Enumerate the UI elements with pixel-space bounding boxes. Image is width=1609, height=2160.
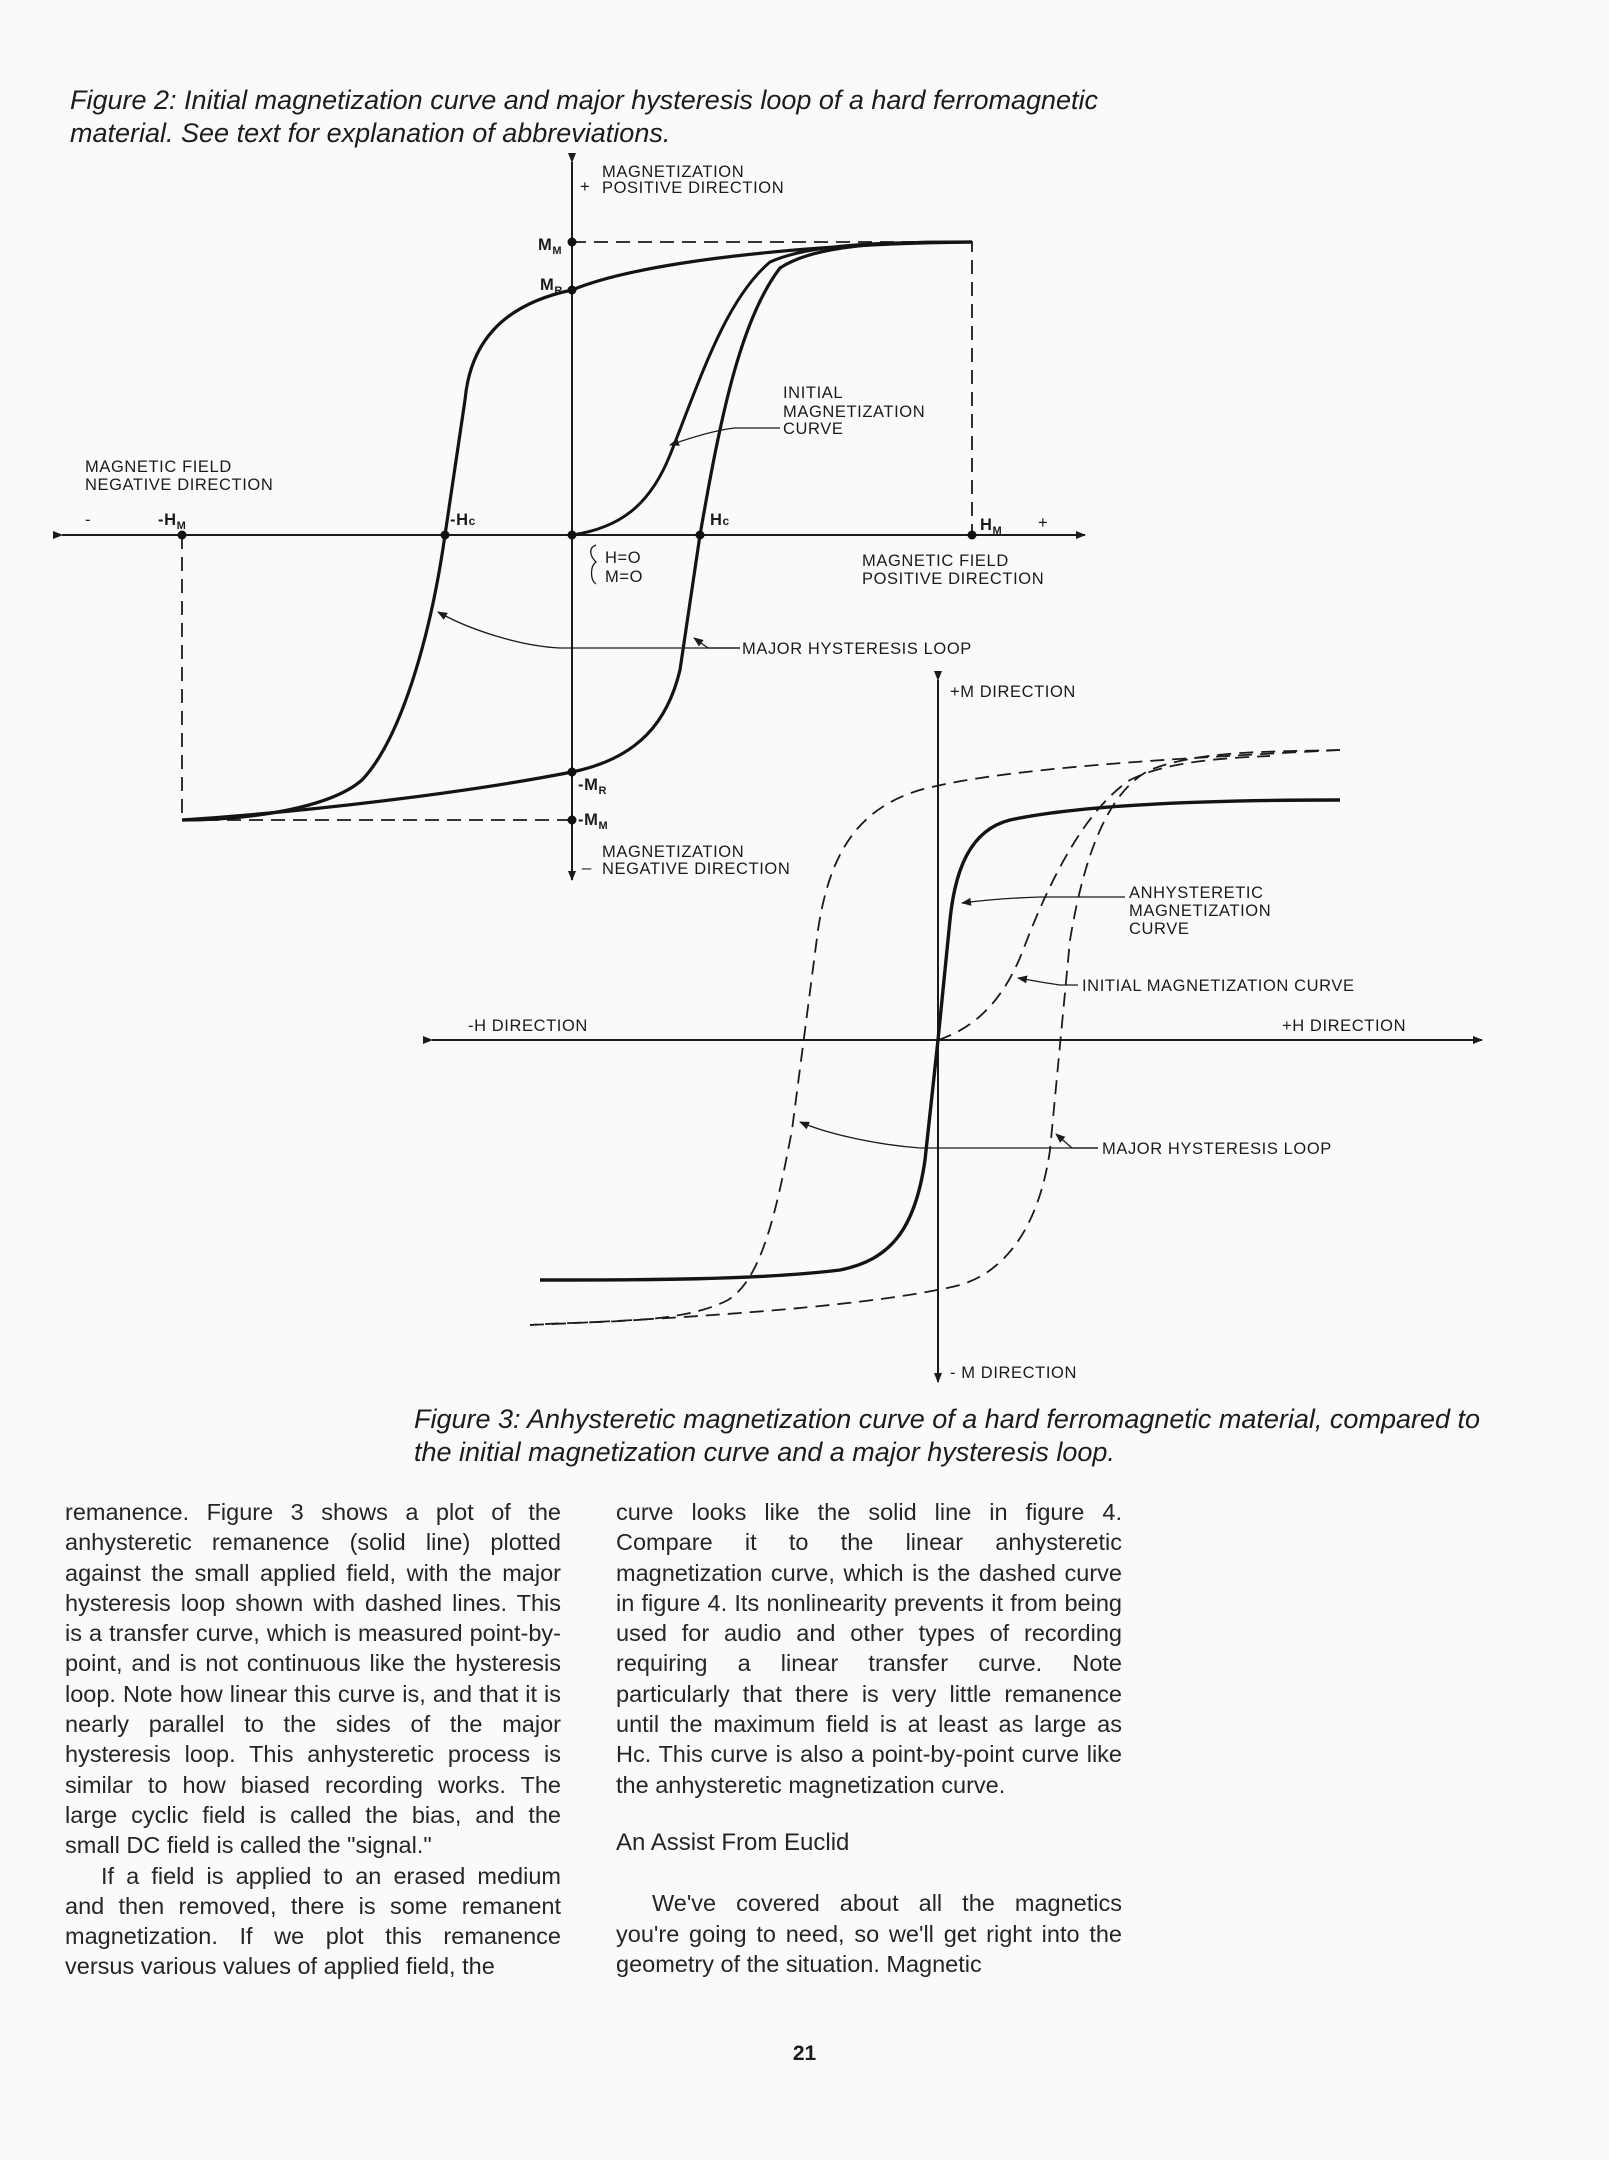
- fig2-m-positive-label-1: MAGNETIZATION: [602, 163, 744, 181]
- fig2-h-negative-sign: -: [85, 511, 91, 529]
- fig2-major-loop-leader-right: [693, 637, 740, 649]
- fig3-major-loop-leader: [799, 1121, 1098, 1149]
- fig2-hm-point: [967, 530, 977, 540]
- fig2-m-negative-sign: _: [581, 852, 592, 870]
- body-paragraph: remanence. Figure 3 shows a plot of the …: [65, 1499, 561, 1859]
- fig2-major-loop-upper-branch: [181, 240, 973, 822]
- body-column-left: remanence. Figure 3 shows a plot of the …: [65, 1497, 561, 1982]
- page-number: 21: [792, 2042, 817, 2065]
- fig3-initial-curve-label: INITIAL MAGNETIZATION CURVE: [1082, 977, 1355, 995]
- fig3-major-loop-label: MAJOR HYSTERESIS LOOP: [1102, 1140, 1332, 1158]
- fig2-h-positive-sign: +: [1038, 514, 1048, 532]
- fig3-initial-curve-leader: [1017, 975, 1078, 986]
- fig2-initial-curve-label-1: INITIAL: [783, 384, 843, 402]
- fig3-anhysteretic-label-2: MAGNETIZATION: [1129, 902, 1271, 920]
- body-column-right: curve looks like the solid line in figur…: [616, 1497, 1122, 1979]
- fig2-origin-m-label: M=O: [605, 568, 643, 586]
- fig2-h-negative-label-2: NEGATIVE DIRECTION: [85, 476, 273, 494]
- fig3-h-positive-label: +H DIRECTION: [1282, 1017, 1406, 1035]
- body-paragraph: curve looks like the solid line in figur…: [616, 1499, 1122, 1798]
- fig3-h-negative-label: -H DIRECTION: [468, 1017, 588, 1035]
- fig2-origin-brace: [590, 544, 598, 585]
- fig2-h-negative-label-1: MAGNETIC FIELD: [85, 458, 232, 476]
- fig2-hc-label: Hc: [710, 511, 730, 529]
- figure3-caption: Figure 3: Anhysteretic magnetization cur…: [414, 1404, 1481, 1467]
- fig2-initial-curve-label-3: CURVE: [783, 420, 843, 438]
- fig2-major-loop-label: MAJOR HYSTERESIS LOOP: [742, 640, 972, 658]
- fig3-anhysteretic-leader: [961, 896, 1125, 906]
- fig2-origin-point: [567, 530, 577, 540]
- fig3-anhysteretic-label-3: CURVE: [1129, 920, 1189, 938]
- fig2-m-positive-sign: +: [580, 178, 590, 196]
- fig3-anhysteretic-label-1: ANHYSTERETIC: [1129, 884, 1264, 902]
- fig2-major-loop-leader-left: [437, 611, 740, 649]
- fig2-m-positive-label-2: POSITIVE DIRECTION: [602, 179, 784, 197]
- fig2-major-loop-lower-branch: [181, 240, 973, 822]
- fig3-anhysteretic-curve: [539, 798, 1341, 1282]
- fig3-m-positive-label: +M DIRECTION: [950, 683, 1076, 701]
- fig2-m-negative-label-1: MAGNETIZATION: [602, 843, 744, 861]
- fig2-neg-mm-point: [567, 815, 577, 825]
- fig3-major-loop-leader-right: [1055, 1133, 1098, 1149]
- fig3-m-negative-label: - M DIRECTION: [950, 1364, 1077, 1382]
- fig2-neg-hc-label: -Hc: [450, 511, 476, 529]
- fig2-neg-hm-point: [177, 530, 187, 540]
- fig2-h-positive-label-2: POSITIVE DIRECTION: [862, 570, 1044, 588]
- body-paragraph: We've covered about all the magnetics yo…: [616, 1890, 1122, 1977]
- fig2-initial-magnetization-curve: [571, 240, 973, 537]
- fig3-major-loop-lower-dashed: [529, 749, 1341, 1326]
- fig2-hc-point: [695, 530, 705, 540]
- fig2-m-negative-label-2: NEGATIVE DIRECTION: [602, 860, 790, 878]
- fig2-initial-curve-leader: [669, 427, 780, 446]
- fig2-mm-point: [567, 237, 577, 247]
- fig2-h-positive-label-1: MAGNETIC FIELD: [862, 552, 1009, 570]
- section-heading: An Assist From Euclid: [616, 1828, 850, 1856]
- fig2-origin-h-label: H=O: [605, 549, 641, 567]
- fig2-initial-curve-label-2: MAGNETIZATION: [783, 403, 925, 421]
- fig2-neg-mm-dashed-line: [181, 535, 572, 821]
- fig3-major-loop-upper-dashed: [529, 749, 1341, 1326]
- fig2-neg-mr-point: [567, 767, 577, 777]
- fig3-initial-magnetization-dashed: [937, 755, 1271, 1041]
- fig2-mr-point: [567, 285, 577, 295]
- figure2-caption: Figure 2: Initial magnetization curve an…: [70, 85, 1099, 148]
- fig2-neg-hc-point: [440, 530, 450, 540]
- body-paragraph: If a field is applied to an erased mediu…: [65, 1862, 561, 1980]
